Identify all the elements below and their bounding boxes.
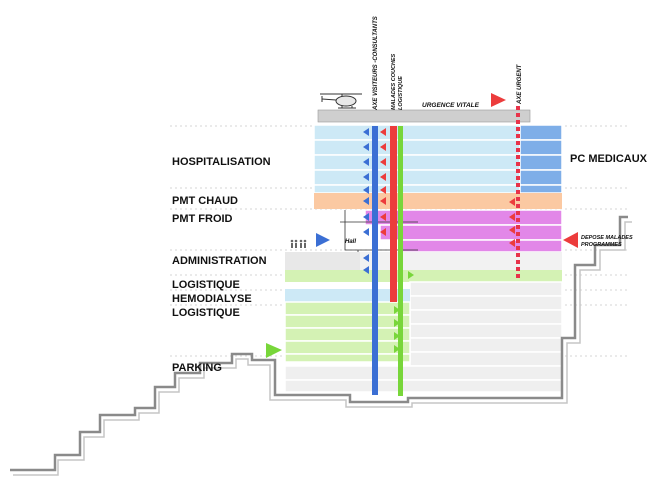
label-logistique-1: LOGISTIQUE [172, 279, 240, 291]
label-pmt-froid: PMT FROID [172, 213, 233, 225]
ground-terrain [10, 215, 632, 476]
axis-visiteurs-bar [372, 126, 378, 395]
logistique-1-block [285, 270, 562, 282]
pmt-froid-block [364, 209, 563, 253]
hospitalisation-block [313, 124, 521, 194]
helicopter-icon [320, 93, 362, 109]
pmt-chaud-block [314, 193, 562, 209]
visitor-axis-arrows [363, 128, 369, 274]
roof-helipad [317, 109, 531, 123]
hemodialyse-block [285, 289, 410, 302]
hall-entrance-arrow [316, 233, 330, 247]
label-malades-line2: LOGISTIQUE [398, 76, 404, 110]
malades-axis-arrows [380, 128, 386, 236]
axis-malades-red-bar [390, 126, 397, 302]
pc-medicaux-block [519, 124, 563, 194]
label-hall: Hall [345, 239, 356, 245]
label-hospitalisation: HOSPITALISATION [172, 156, 271, 168]
parking-entrance-arrow [266, 343, 282, 358]
label-depose-line2: PROGRAMMES [581, 242, 622, 248]
label-urgence-vitale: URGENCE VITALE [422, 102, 480, 109]
urgence-vitale-arrow [491, 93, 506, 107]
label-depose-line1: DEPOSE MALADES [581, 235, 633, 241]
label-logistique-2: LOGISTIQUE [172, 307, 240, 319]
label-hemodialyse: HEMODIALYSE [172, 293, 252, 305]
axis-logistique-green-bar [398, 126, 403, 396]
label-administration: ADMINISTRATION [172, 255, 267, 267]
label-malades-line1: MALADES COUCHES [391, 53, 397, 110]
label-axe-visiteurs: AXE VISITEURS -CONSULTANTS [373, 16, 379, 111]
label-pc-medicaux: PC MEDICAUX [570, 153, 648, 165]
label-pmt-chaud: PMT CHAUD [172, 195, 238, 207]
logistique-axis-arrows [394, 271, 414, 353]
label-axe-urgent: AXE URGENT [517, 63, 523, 105]
people-icon [290, 239, 307, 248]
depose-malades-arrow [563, 232, 578, 248]
logistique-2-block [284, 301, 411, 363]
urgent-axis-arrows [509, 198, 515, 247]
label-parking: PARKING [172, 362, 222, 374]
